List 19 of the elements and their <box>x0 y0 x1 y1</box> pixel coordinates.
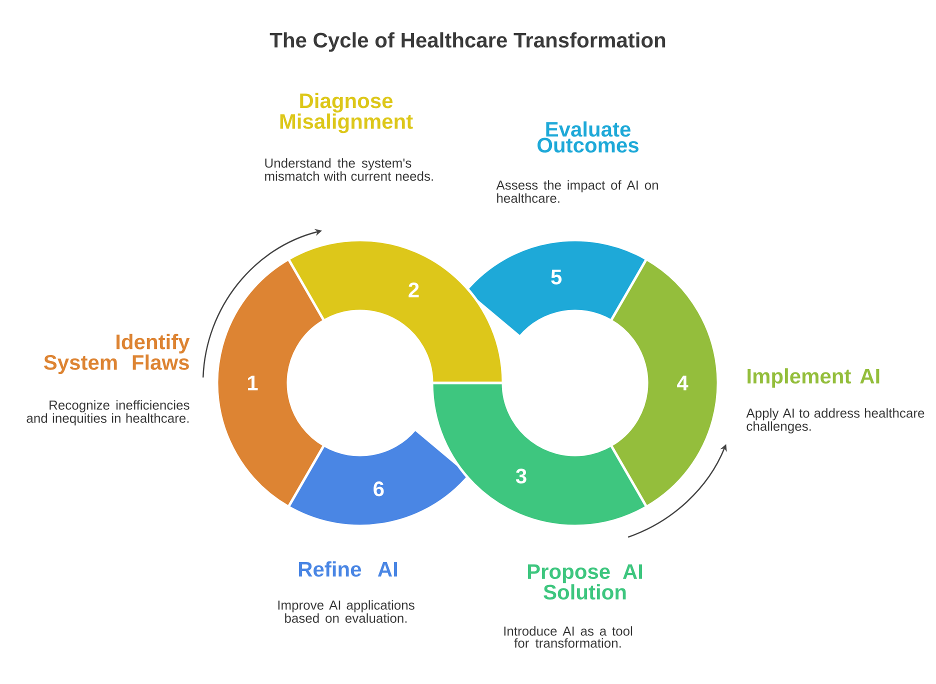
ring-segment: 3 <box>430 382 648 528</box>
step-heading: Implement AI <box>748 368 880 388</box>
step-heading: Identify System Flaws <box>44 334 190 374</box>
ring-segment: 2 <box>287 238 504 384</box>
step-heading: Refine AI <box>299 561 397 577</box>
step-heading: Propose AI Solution <box>528 564 642 600</box>
step-description: Improve AI applications based on evaluation. <box>278 600 414 623</box>
step-description: Introduce AI as a tool for transformation. <box>504 626 632 648</box>
ring-segment: 6 <box>287 428 471 528</box>
diagram-title: The Cycle of Healthcare Transformation <box>270 32 666 52</box>
step-heading: Diagnose Misalignment <box>280 92 413 134</box>
step-description: Recognize inefficiencies and inequities in healthcare. <box>26 400 190 426</box>
step-description: Apply AI to address healthcare challenges. <box>746 408 924 434</box>
ring-segment: 5 <box>464 238 648 338</box>
ring-segment: 1 <box>216 258 326 508</box>
step-description: Understand the system's mismatch with current needs. <box>265 158 433 181</box>
step-description: Assess the impact of AI on healthcare. <box>496 180 658 203</box>
ring-segment: 4 <box>610 258 720 508</box>
step-heading: Evaluate Outcomes <box>538 121 638 153</box>
